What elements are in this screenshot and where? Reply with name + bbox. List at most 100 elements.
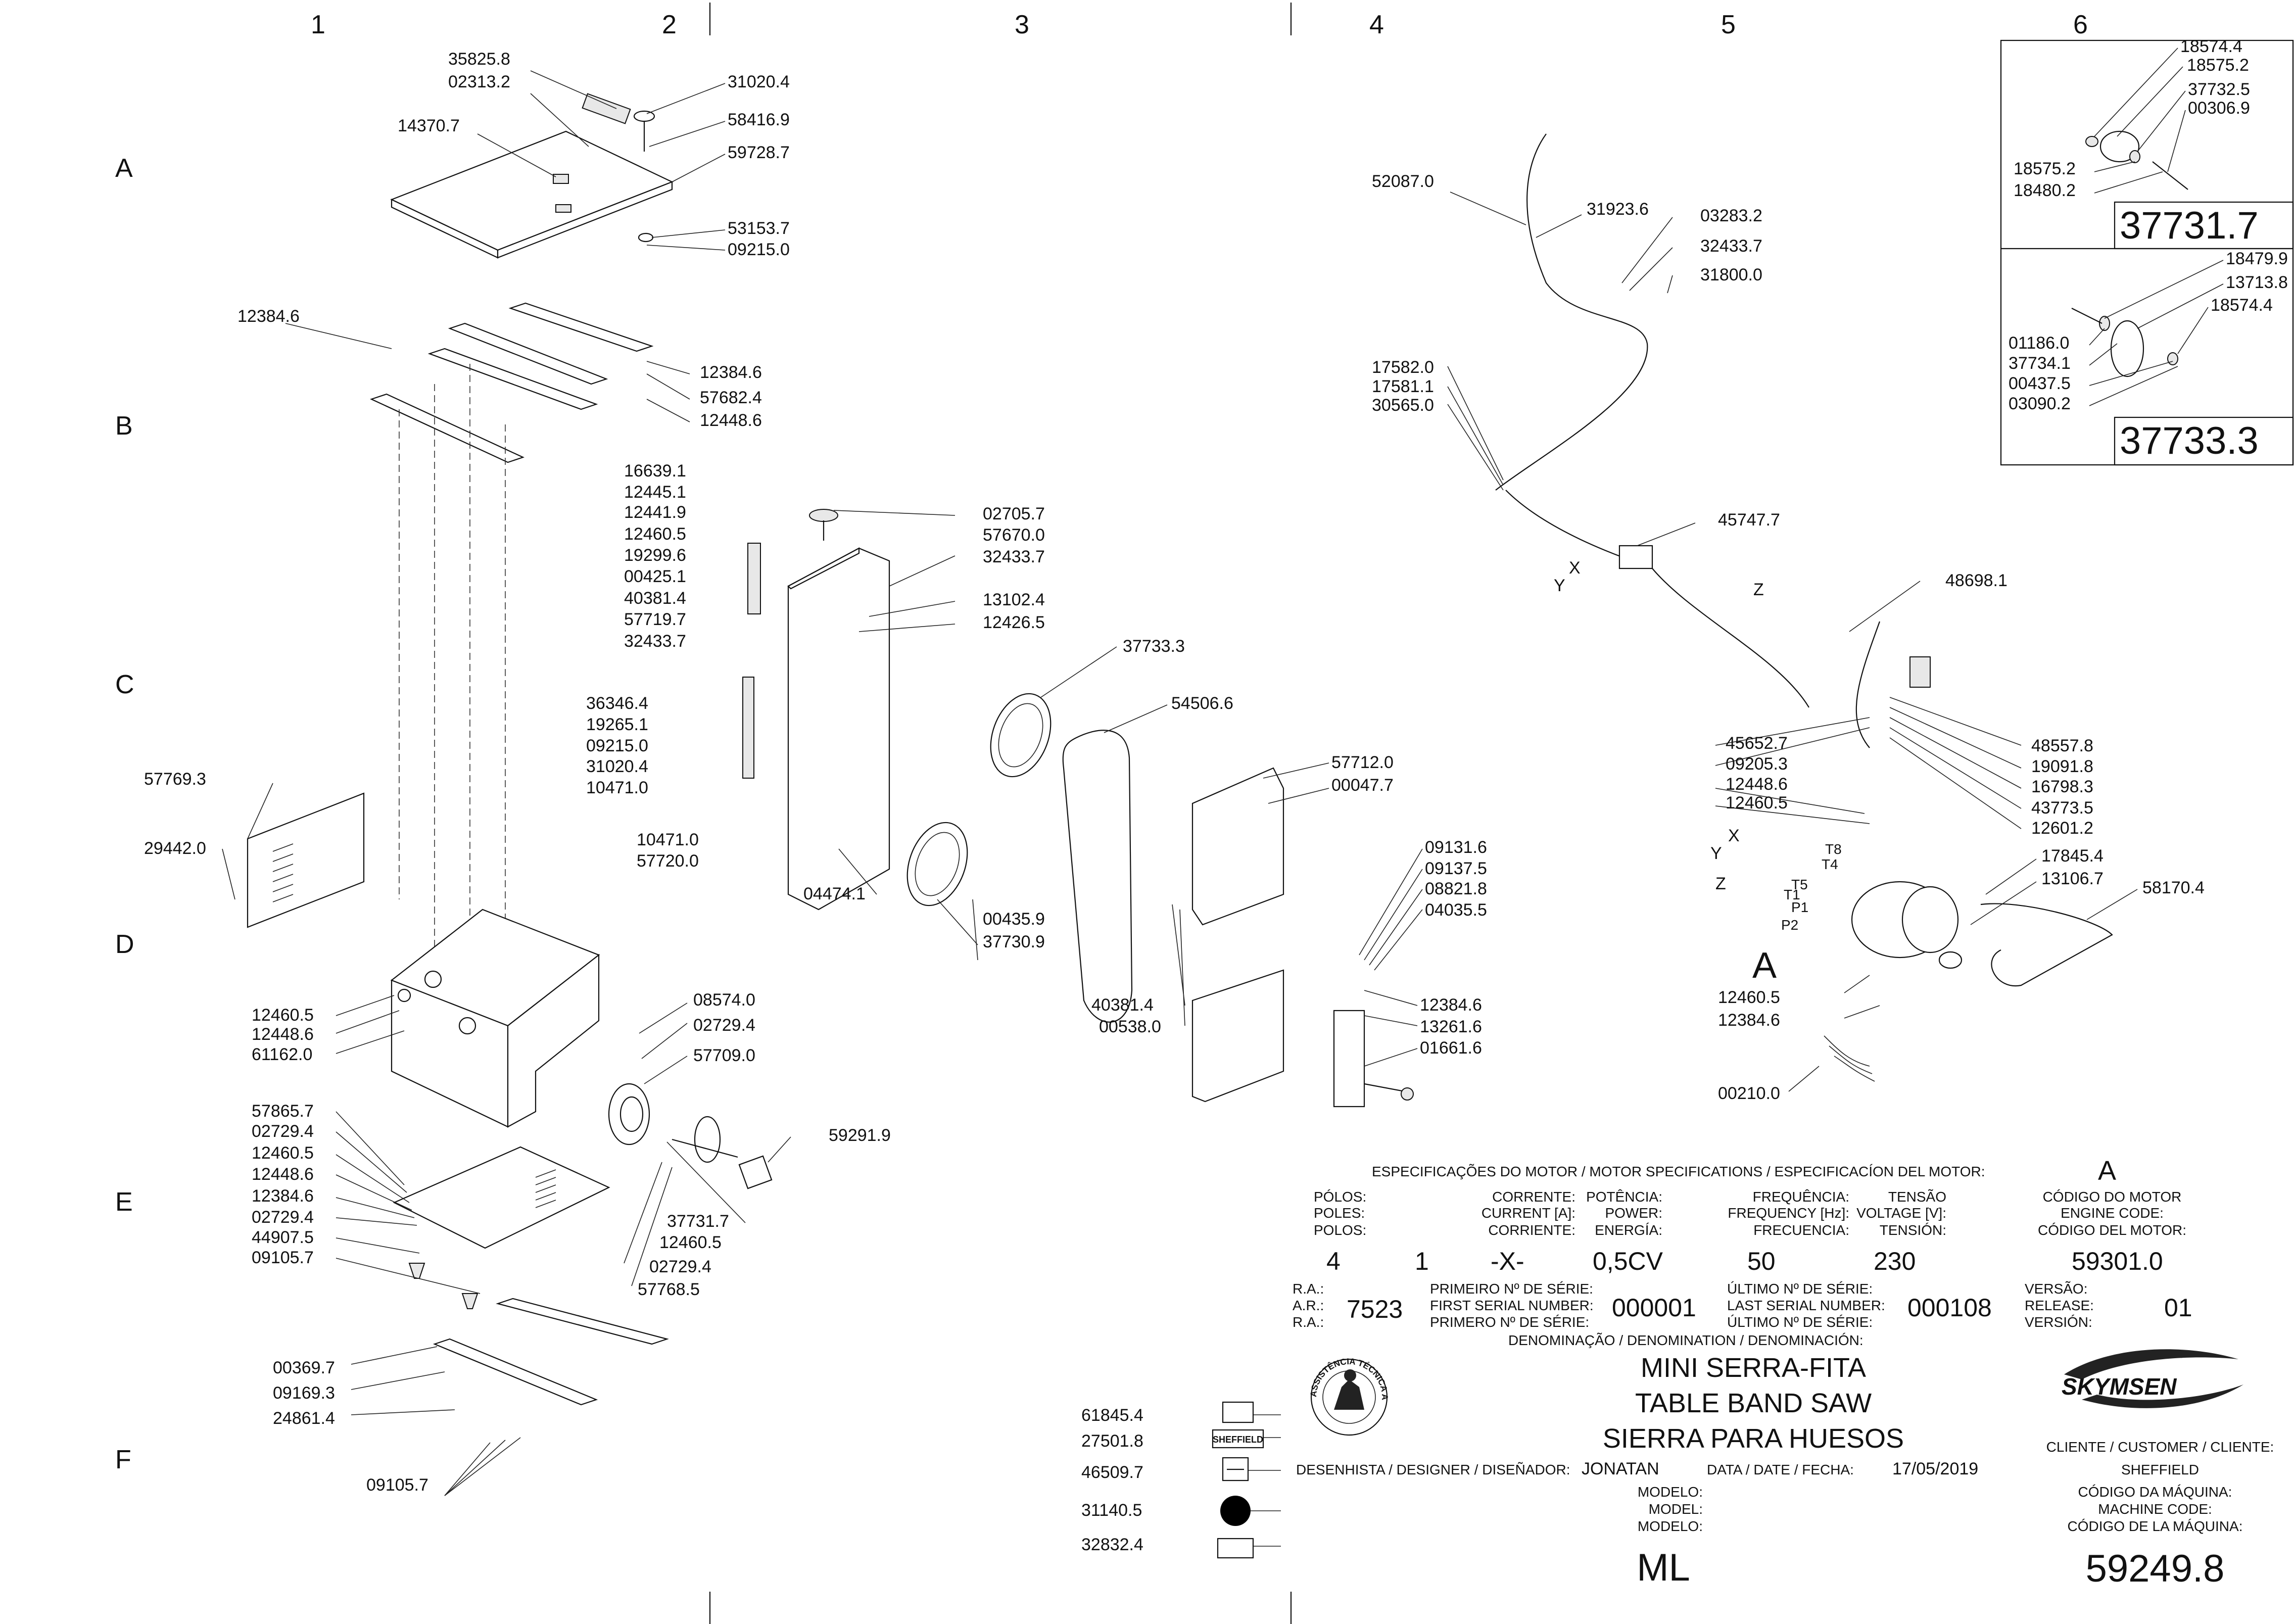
- callout-02313-2: 02313.2: [448, 72, 510, 91]
- callout-61162-0: 61162.0: [252, 1045, 312, 1064]
- callout-57682-4: 57682.4: [700, 388, 762, 407]
- version-label: RELEASE:: [2025, 1298, 2094, 1313]
- grid-row-e: E: [115, 1187, 133, 1217]
- callout-09137-5: 09137.5: [1425, 859, 1487, 878]
- wire-label-x: X: [1569, 558, 1581, 578]
- callout-12384-6: 12384.6: [1420, 995, 1482, 1015]
- callout-12460-5: 12460.5: [659, 1233, 722, 1252]
- inset-callouts: 18574.4 18575.2 37732.5 00306.9 18575.2 …: [2009, 37, 2288, 462]
- callout-48698-1: 48698.1: [1945, 571, 2008, 590]
- callout-13713-8: 13713.8: [2226, 273, 2288, 292]
- callout-43773-5: 43773.5: [2031, 798, 2093, 818]
- decal-61845-4: [1222, 1401, 1254, 1423]
- grid-row-a: A: [115, 154, 133, 183]
- callout-32433-7: 32433.7: [1700, 236, 1762, 256]
- model-label: MODELO:: [1638, 1484, 1703, 1500]
- callout-02729-4: 02729.4: [649, 1257, 711, 1276]
- motor-code-label: CÓDIGO DEL MOTOR:: [2038, 1222, 2186, 1238]
- callout-09131-6: 09131.6: [1425, 838, 1487, 857]
- grid-col-4: 4: [1369, 10, 1384, 39]
- callout-12448-6: 12448.6: [252, 1165, 314, 1184]
- callout-57720-0: 57720.0: [637, 851, 699, 871]
- poles-label: POLES:: [1314, 1205, 1365, 1221]
- spec-header: ESPECIFICAÇÕES DO MOTOR / MOTOR SPECIFIC…: [1372, 1164, 1985, 1179]
- qty-value: 1: [1415, 1247, 1429, 1275]
- power-label: POWER:: [1605, 1205, 1662, 1221]
- motor-ref-letter: A: [1752, 945, 1777, 986]
- ra-label: R.A.:: [1293, 1281, 1324, 1297]
- callout-08821-8: 08821.8: [1425, 879, 1487, 898]
- motor-code-label: ENGINE CODE:: [2061, 1205, 2164, 1221]
- first-serial-label: PRIMERO Nº DE SÉRIE:: [1430, 1314, 1589, 1330]
- grid-col-2: 2: [662, 10, 677, 39]
- wiring-labels: X Y Z X Y Z T8 T4 T5 T1 P1 P2 A: [1554, 558, 1842, 986]
- callout-00437-5: 00437.5: [2009, 374, 2071, 393]
- callout-57769-3: 57769.3: [144, 770, 206, 789]
- date-value: 17/05/2019: [1892, 1459, 1978, 1478]
- freq-label: FREQUENCY [Hz]:: [1728, 1205, 1849, 1221]
- callout-29442-0: 29442.0: [144, 839, 206, 858]
- callout-27501-8: 27501.8: [1081, 1431, 1143, 1451]
- machine-name-pt: MINI SERRA-FITA: [1641, 1353, 1866, 1383]
- callout-40381-4: 40381.4: [624, 589, 686, 608]
- terminal-t4: T4: [1822, 856, 1838, 872]
- callout-37732-5: 37732.5: [2188, 80, 2250, 99]
- callout-37731-7: 37731.7: [667, 1212, 729, 1231]
- callout-19299-6: 19299.6: [624, 546, 686, 565]
- last-serial-label: LAST SERIAL NUMBER:: [1727, 1298, 1885, 1313]
- callout-37733-3: 37733.3: [1123, 637, 1185, 656]
- callout-12460-5: 12460.5: [1726, 793, 1788, 813]
- decal-31140-5: [1220, 1496, 1251, 1526]
- callout-31923-6: 31923.6: [1587, 200, 1649, 219]
- callout-61845-4: 61845.4: [1081, 1406, 1143, 1425]
- wire-label-y: Y: [1710, 844, 1722, 863]
- ra-label: R.A.:: [1293, 1314, 1324, 1330]
- callout-31800-0: 31800.0: [1700, 265, 1762, 284]
- callout-53153-7: 53153.7: [728, 219, 790, 238]
- callout-12384-6: 12384.6: [700, 363, 762, 382]
- callout-13102-4: 13102.4: [983, 590, 1045, 609]
- callout-09105-7: 09105.7: [366, 1475, 428, 1495]
- grid-col-5: 5: [1721, 10, 1736, 39]
- current-value: -X-: [1491, 1247, 1524, 1275]
- callout-04035-5: 04035.5: [1425, 900, 1487, 920]
- callout-40381-4: 40381.4: [1091, 995, 1154, 1015]
- callout-37730-9: 37730.9: [983, 932, 1045, 951]
- inset-code-37731-7: 37731.7: [2120, 204, 2259, 247]
- brand-text: SKYMSEN: [2062, 1373, 2177, 1400]
- grid-col-1: 1: [311, 10, 325, 39]
- callout-09105-7: 09105.7: [252, 1248, 314, 1267]
- power-label: ENERGÍA:: [1595, 1222, 1662, 1238]
- callout-12384-6: 12384.6: [237, 307, 300, 326]
- terminal-t5: T5: [1791, 877, 1808, 892]
- decal-sheffield-text: SHEFFIELD: [1213, 1435, 1263, 1445]
- callout-57865-7: 57865.7: [252, 1102, 314, 1121]
- callout-12384-6: 12384.6: [1718, 1011, 1780, 1030]
- machine-code-label: MACHINE CODE:: [2098, 1501, 2212, 1517]
- denomination-label: DENOMINAÇÃO / DENOMINATION / DENOMINACIÓ…: [1508, 1332, 1863, 1348]
- first-serial-label: PRIMEIRO Nº DE SÉRIE:: [1430, 1281, 1593, 1297]
- callout-31020-4: 31020.4: [728, 72, 790, 91]
- callout-52087-0: 52087.0: [1372, 172, 1434, 191]
- terminal-t8: T8: [1825, 841, 1842, 857]
- callout-leaders: [222, 70, 2138, 1547]
- callout-09205-3: 09205.3: [1726, 754, 1788, 774]
- callout-02729-4: 02729.4: [252, 1208, 314, 1227]
- callout-16798-3: 16798.3: [2031, 777, 2093, 796]
- poles-label: POLOS:: [1314, 1222, 1366, 1238]
- callout-18480-2: 18480.2: [2014, 181, 2076, 200]
- designer-value: JONATAN: [1582, 1459, 1659, 1478]
- callout-36346-4: 36346.4: [586, 694, 648, 713]
- grid-markers: 1 2 3 4 5 6 A B C D E F: [115, 3, 2088, 1624]
- callout-01186-0: 01186.0: [2009, 333, 2069, 353]
- date-label: DATA / DATE / FECHA:: [1707, 1462, 1854, 1477]
- version-label: VERSÃO:: [2025, 1281, 2087, 1297]
- callout-12601-2: 12601.2: [2031, 819, 2093, 838]
- model-label: MODELO:: [1638, 1518, 1703, 1534]
- wire-label-x: X: [1728, 826, 1740, 845]
- power-value: 0,5CV: [1593, 1247, 1663, 1275]
- ra-label: A.R.:: [1293, 1298, 1324, 1313]
- inset-code-37733-3: 37733.3: [2120, 419, 2259, 462]
- side-cover-panel: [247, 792, 365, 928]
- decal-list: SHEFFIELD 61845.4 27501.8 46509.7 31140.…: [1081, 1401, 1264, 1559]
